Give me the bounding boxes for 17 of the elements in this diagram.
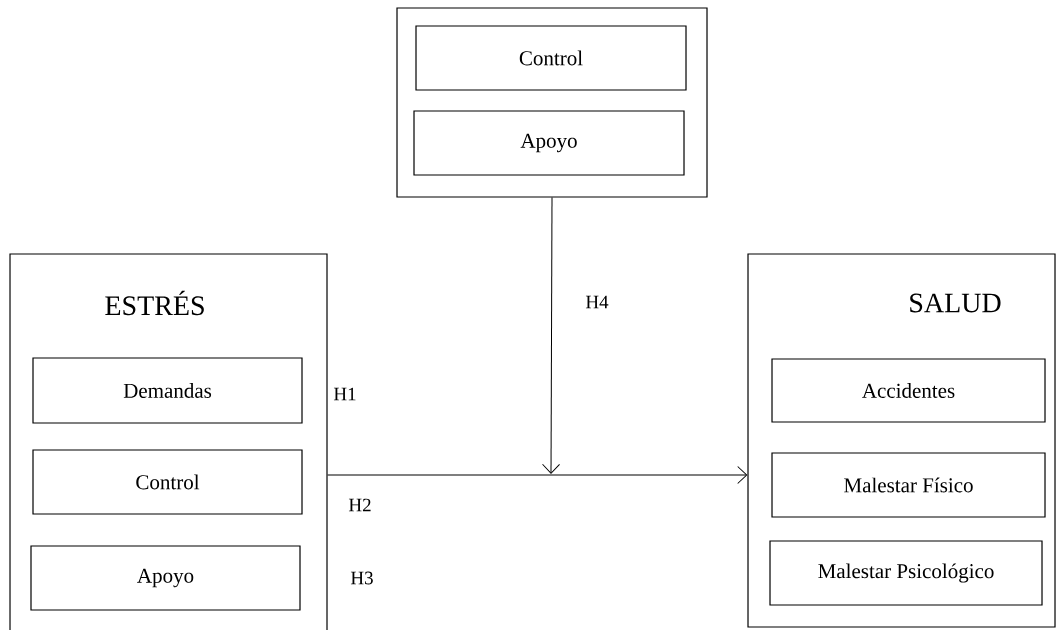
group-title: ESTRÉS (105, 290, 204, 316)
arrow (542, 197, 561, 474)
variable-box: Apoyo (413, 110, 685, 176)
arrow (327, 466, 748, 484)
group-title: SALUD (910, 293, 1001, 313)
hypothesis-label: H1 (333, 387, 356, 401)
hypothesis-label: H2 (348, 498, 371, 512)
hypothesis-label: H3 (350, 571, 373, 585)
variable-box: Control (32, 449, 303, 515)
variable-box: Accidentes (771, 358, 1046, 423)
variable-box: Demandas (32, 357, 303, 424)
variable-box: Apoyo (30, 545, 301, 611)
hypothesis-label: H4 (585, 295, 609, 309)
variable-box: Control (415, 25, 687, 91)
variable-box: Malestar Psicológico (769, 540, 1043, 606)
group-box (396, 7, 708, 198)
variable-box: Malestar Físico (771, 452, 1046, 518)
